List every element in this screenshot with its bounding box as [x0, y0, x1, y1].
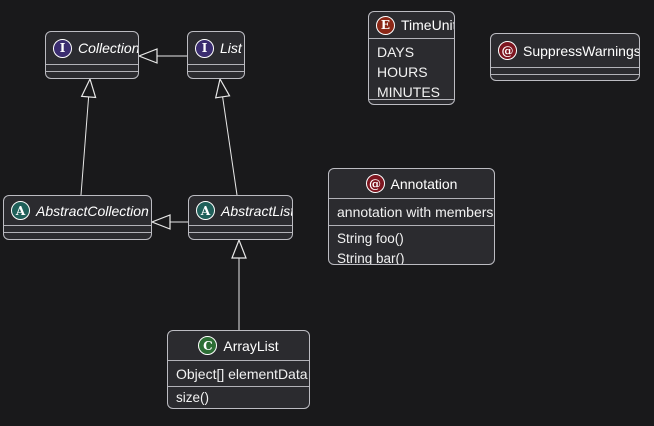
field-item: Object[] elementData	[176, 365, 308, 382]
methods-compartment-empty	[491, 74, 639, 80]
class-box-list: I List	[187, 31, 245, 79]
methods-compartment-empty	[46, 71, 138, 78]
fields-compartment-empty	[189, 225, 292, 232]
annotation-box-annotation: @ Annotation annotation with members Str…	[328, 168, 495, 265]
class-name: ArrayList	[223, 337, 279, 354]
fields-compartment-empty	[491, 67, 639, 74]
annotation-note-compartment: annotation with members	[329, 198, 494, 225]
annotation-name: Annotation	[390, 175, 458, 192]
abstract-class-icon: A	[196, 201, 215, 220]
methods-compartment-empty	[189, 232, 292, 239]
class-title: I Collection	[46, 32, 138, 64]
annotation-title: @ SuppressWarnings	[491, 34, 639, 67]
edge-abstractlist-extends-list	[214, 77, 238, 196]
class-title: I List	[188, 32, 244, 64]
fields-compartment-empty	[4, 225, 151, 232]
methods-compartment: size()	[168, 386, 309, 408]
class-title: C ArrayList	[168, 331, 309, 360]
class-box-abstractcollection: A AbstractCollection	[3, 195, 152, 240]
annotation-name: SuppressWarnings	[523, 42, 640, 59]
class-box-arraylist: C ArrayList Object[] elementData size()	[167, 330, 310, 409]
methods-compartment-empty	[4, 232, 151, 239]
annotation-note: annotation with members	[337, 204, 494, 220]
enum-name: TimeUnit	[401, 17, 455, 33]
fields-compartment: Object[] elementData	[168, 360, 309, 386]
annotation-box-suppresswarnings: @ SuppressWarnings	[490, 33, 640, 81]
class-box-abstractlist: A AbstractList	[188, 195, 293, 240]
class-name: AbstractList	[221, 202, 293, 219]
class-title: A AbstractCollection	[4, 196, 151, 225]
interface-icon: I	[195, 38, 214, 58]
methods-compartment-empty	[188, 71, 244, 78]
annotation-icon: @	[498, 41, 517, 60]
fields-compartment-empty	[188, 64, 244, 71]
class-name: Collection	[78, 40, 139, 56]
method-item: size()	[176, 389, 209, 405]
class-box-collection: I Collection	[45, 31, 139, 79]
class-title: A AbstractList	[189, 196, 292, 225]
methods-compartment-empty	[369, 99, 454, 104]
enum-values-compartment: DAYS HOURS MINUTES	[369, 38, 454, 100]
method-item: String bar()	[337, 251, 405, 265]
class-name: List	[220, 40, 242, 56]
annotation-title: @ Annotation	[329, 169, 494, 198]
method-item: String foo()	[337, 231, 404, 246]
enum-icon: E	[376, 15, 395, 35]
fields-compartment-empty	[46, 64, 138, 71]
annotation-icon: @	[365, 174, 385, 193]
abstract-class-icon: A	[11, 201, 30, 220]
enum-value: HOURS	[377, 64, 428, 80]
enum-value: MINUTES	[377, 84, 440, 100]
methods-compartment: String foo() String bar()	[329, 225, 494, 265]
interface-icon: I	[53, 38, 72, 58]
class-icon: C	[198, 336, 218, 355]
enum-value: DAYS	[377, 44, 415, 60]
enum-title: E TimeUnit	[369, 12, 454, 38]
edge-abstractcollection-extends-collection	[80, 77, 97, 196]
class-name: AbstractCollection	[36, 202, 149, 219]
enum-box-timeunit: E TimeUnit DAYS HOURS MINUTES	[368, 11, 455, 105]
